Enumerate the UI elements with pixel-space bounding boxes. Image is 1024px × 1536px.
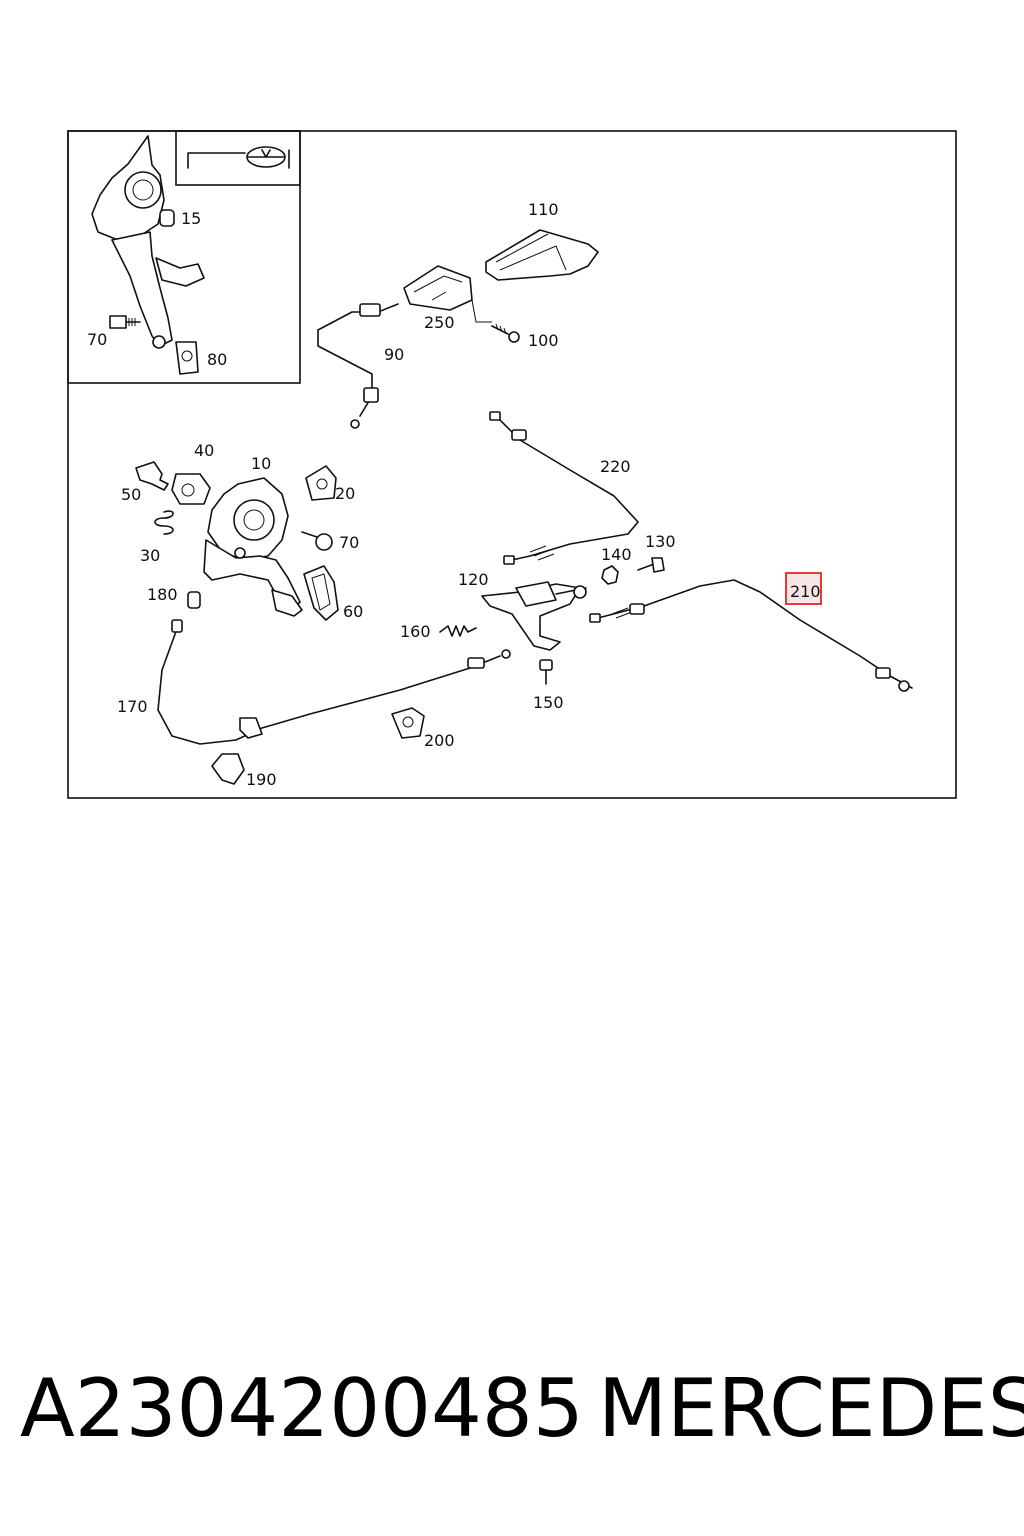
callout-190: 190 bbox=[246, 770, 277, 789]
clip-200 bbox=[391, 707, 425, 739]
inset-bolt-70 bbox=[109, 315, 141, 329]
bushing-40 bbox=[171, 473, 211, 505]
callout-250: 250 bbox=[424, 313, 455, 332]
spring-160 bbox=[439, 625, 477, 637]
bushing-180 bbox=[187, 591, 201, 609]
leader-250-100 bbox=[471, 299, 492, 323]
callout-10: 10 bbox=[251, 454, 271, 473]
pedal-assembly-10 bbox=[203, 477, 303, 617]
inset-pedal-assembly bbox=[91, 135, 205, 349]
callout-150: 150 bbox=[533, 693, 564, 712]
bracket-250 bbox=[403, 265, 473, 311]
callout-90: 90 bbox=[384, 345, 404, 364]
callout-160: 160 bbox=[400, 622, 431, 641]
callout-200: 200 bbox=[424, 731, 455, 750]
cable-220 bbox=[489, 411, 639, 565]
pad-20 bbox=[305, 465, 337, 501]
cable-170 bbox=[157, 619, 511, 745]
release-handle-110 bbox=[485, 229, 599, 281]
orientation-box bbox=[175, 130, 301, 186]
clip-190 bbox=[211, 753, 245, 785]
callout-130: 130 bbox=[645, 532, 676, 551]
callout-220: 220 bbox=[600, 457, 631, 476]
spring-30 bbox=[154, 510, 174, 535]
bolt-70 bbox=[301, 531, 333, 551]
highlight-box bbox=[785, 572, 822, 605]
callout-20: 20 bbox=[335, 484, 355, 503]
callout-50: 50 bbox=[121, 485, 141, 504]
callout-labels: 15 70 80 110 250 100 90 40 10 50 20 30 7… bbox=[87, 200, 821, 789]
callout-110: 110 bbox=[528, 200, 559, 219]
brand-name: MERCEDES bbox=[598, 1362, 1024, 1455]
callout-170: 170 bbox=[117, 697, 148, 716]
inset-clip-80 bbox=[175, 341, 199, 375]
part-number: A2304200485 bbox=[20, 1362, 584, 1455]
callout-180: 180 bbox=[147, 585, 178, 604]
callout-210: 210 bbox=[790, 582, 821, 601]
callout-140: 140 bbox=[601, 545, 632, 564]
bolt-130 bbox=[637, 557, 665, 573]
callout-120: 120 bbox=[458, 570, 489, 589]
callout-70: 70 bbox=[339, 533, 359, 552]
nut-140 bbox=[601, 565, 619, 585]
caption: A2304200485 MERCEDES bbox=[0, 1362, 1024, 1472]
callout-80: 80 bbox=[207, 350, 227, 369]
cable-210 bbox=[589, 579, 913, 692]
screw-100 bbox=[491, 323, 520, 343]
bolt-150 bbox=[539, 659, 553, 685]
callout-70-inset: 70 bbox=[87, 330, 107, 349]
lever-120 bbox=[481, 581, 587, 651]
pedal-rubber-60 bbox=[303, 565, 339, 621]
pin-50 bbox=[135, 461, 169, 491]
steering-wheel-icon bbox=[187, 146, 290, 169]
callout-40: 40 bbox=[194, 441, 214, 460]
callout-60: 60 bbox=[343, 602, 363, 621]
callout-100: 100 bbox=[528, 331, 559, 350]
callout-30: 30 bbox=[140, 546, 160, 565]
callout-15: 15 bbox=[181, 209, 201, 228]
diagram-frame bbox=[67, 130, 957, 799]
cable-90 bbox=[317, 303, 399, 429]
